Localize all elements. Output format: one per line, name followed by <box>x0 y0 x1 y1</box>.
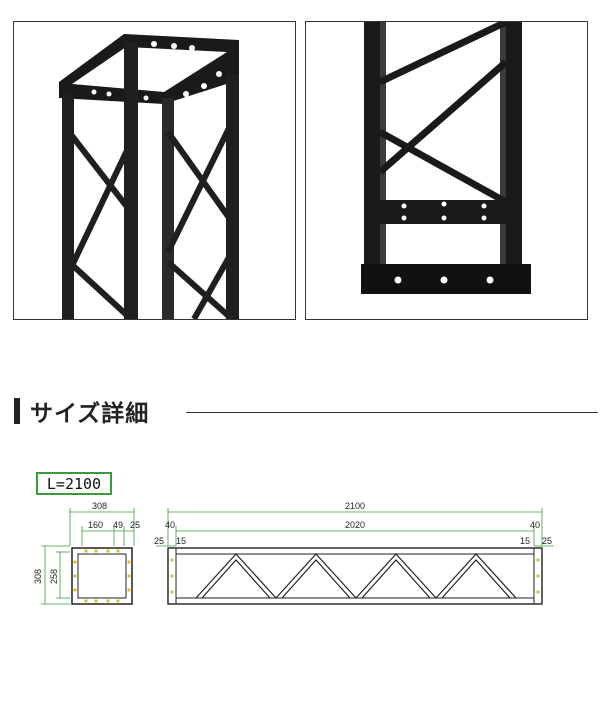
truss-end-illustration <box>361 22 531 294</box>
dim-edge-left-outer: 25 <box>154 536 164 546</box>
dim-cross-inner-2: 49 <box>113 520 123 530</box>
cross-section-view <box>71 547 133 605</box>
heading-divider-line <box>186 412 598 413</box>
section-heading: サイズ詳細 <box>14 397 150 427</box>
dim-end-left: 40 <box>165 520 175 530</box>
technical-drawing: 308 160 49 25 308 258 2100 2020 40 40 25… <box>33 501 554 605</box>
dim-cross-inner-1: 160 <box>88 520 103 530</box>
section-title: サイズ詳細 <box>30 401 150 427</box>
dimension-labels: 308 160 49 25 308 258 2100 2020 40 40 25… <box>33 501 552 584</box>
heading-bar-marker <box>14 398 20 424</box>
dim-total-length: 2100 <box>345 501 365 511</box>
truss-perspective-illustration <box>59 34 239 319</box>
cross-section-dimension-lines <box>41 508 135 605</box>
side-view <box>167 547 543 605</box>
dim-cross-height-outer: 308 <box>33 569 43 584</box>
truss-photo-perspective <box>13 21 296 320</box>
dim-cross-inner-3: 25 <box>130 520 140 530</box>
dim-cross-height-inner: 258 <box>49 569 59 584</box>
dim-edge-right-inner: 15 <box>520 536 530 546</box>
dim-edge-left-inner: 15 <box>176 536 186 546</box>
side-view-dimension-lines <box>156 508 554 547</box>
dim-cross-width-outer: 308 <box>92 501 107 511</box>
dim-inner-length: 2020 <box>345 520 365 530</box>
dim-end-right: 40 <box>530 520 540 530</box>
length-label-box: L=2100 <box>36 472 112 495</box>
truss-photo-end-closeup <box>305 21 588 320</box>
dim-edge-right-outer: 25 <box>542 536 552 546</box>
